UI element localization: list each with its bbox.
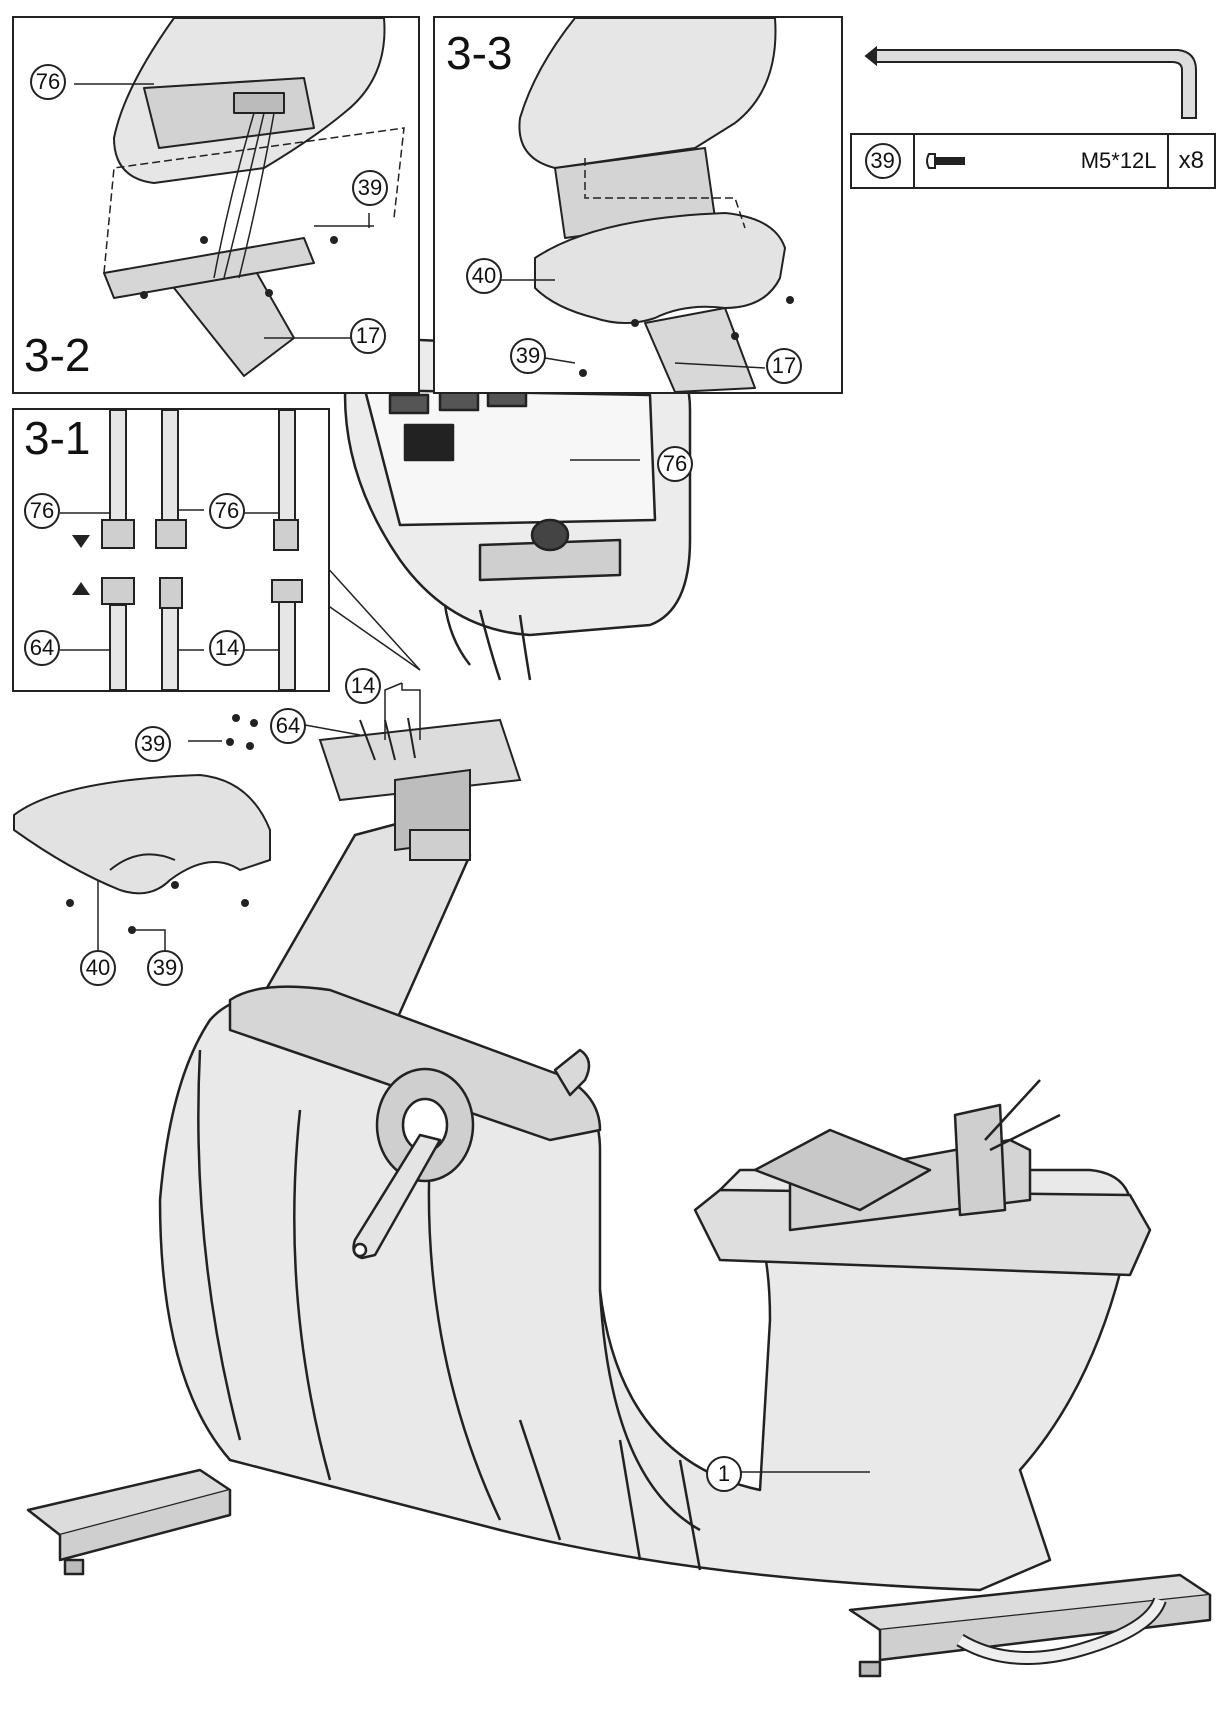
screw-icon	[926, 153, 966, 169]
hardware-spec: M5*12L	[1080, 148, 1157, 173]
panel-3-3-art	[500, 18, 794, 392]
callout-40-panel-3-3: 40	[466, 258, 502, 294]
callout-39-main-bottom: 39	[147, 950, 183, 986]
step-label-3-1: 3-1	[24, 412, 91, 464]
allen-key-icon	[864, 45, 1197, 119]
hardware-qty-cell: x8	[1169, 135, 1214, 187]
panel-3-1	[12, 408, 330, 692]
screws-group	[66, 714, 258, 934]
callout-39-panel-3-3: 39	[510, 338, 546, 374]
leader-lines	[97, 459, 870, 1473]
bike-frame	[26, 813, 1212, 1678]
console-mount-bracket	[318, 717, 522, 861]
callout-64-main: 64	[270, 708, 306, 744]
callout-64-panel-3-1: 64	[24, 630, 60, 666]
callout-40-main: 40	[80, 950, 116, 986]
console-part-76	[343, 338, 692, 681]
callout-76-panel-3-1-center: 76	[209, 493, 245, 529]
callout-14-main: 14	[345, 668, 381, 704]
hardware-part-callout: 39	[864, 143, 901, 179]
callout-39-main-top: 39	[135, 726, 171, 762]
hardware-spec-cell: M5*12L	[915, 135, 1169, 187]
hardware-qty: x8	[1178, 147, 1204, 174]
callout-1-frame: 1	[706, 1456, 742, 1492]
step-label-3-2: 3-2	[24, 329, 91, 381]
panel-3-3	[433, 16, 843, 394]
hardware-part-cell: 39	[852, 135, 916, 187]
hardware-table: 39 M5*12L x8	[850, 133, 1216, 189]
callout-17-panel-3-2: 17	[350, 318, 386, 354]
console-cover-part-40	[13, 773, 271, 895]
callout-76-panel-3-2: 76	[30, 64, 66, 100]
panel-3-1-art	[60, 410, 303, 690]
panel-3-2-art	[74, 18, 405, 377]
callout-39-panel-3-2: 39	[352, 170, 388, 206]
callout-14-panel-3-1: 14	[209, 630, 245, 666]
step-label-3-3: 3-3	[446, 27, 513, 79]
callout-76-console: 76	[657, 446, 693, 482]
callout-17-panel-3-3: 17	[766, 348, 802, 384]
callout-76-panel-3-1-left: 76	[24, 493, 60, 529]
